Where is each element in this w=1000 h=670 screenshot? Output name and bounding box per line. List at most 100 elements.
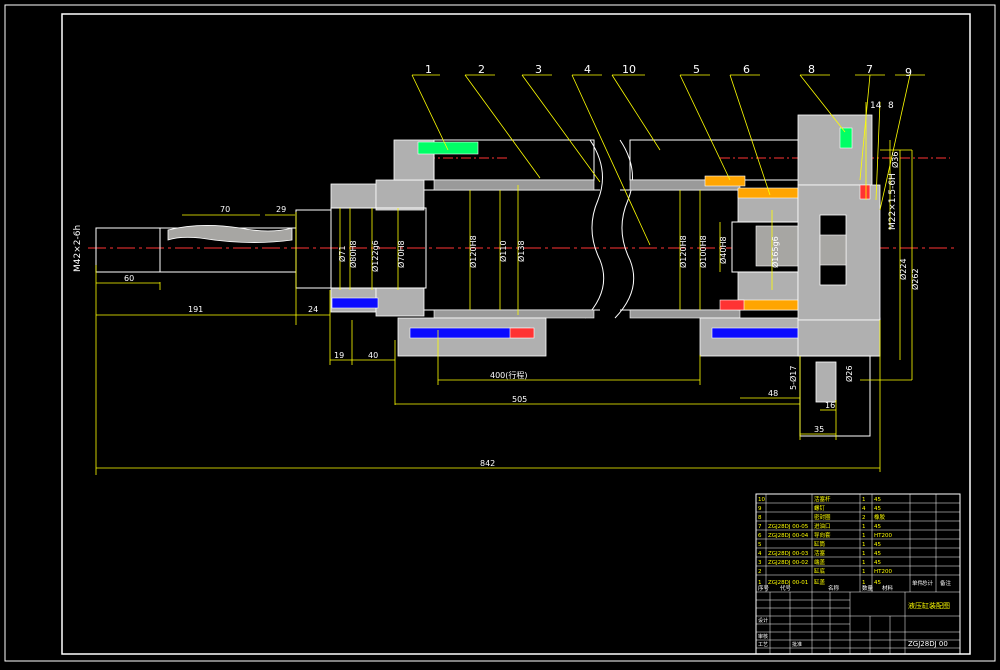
row-material: 45 — [874, 560, 881, 566]
rod-section-hatch — [167, 225, 293, 243]
row-qty: 1 — [862, 542, 866, 548]
row-qty: 1 — [862, 524, 866, 530]
row-material: 45 — [874, 551, 881, 557]
row-qty: 4 — [862, 506, 866, 512]
dim-phi26: Ø26 — [844, 366, 854, 382]
row-qty: 1 — [862, 569, 866, 575]
row-code: ZGJ28DJ 00-03 — [768, 551, 809, 557]
drawing-code: ZGJ28DJ 00 — [908, 640, 948, 648]
dim-phi71: Ø71 — [337, 246, 347, 262]
header-code: 代号 — [780, 584, 792, 592]
row-qty: 2 — [862, 515, 866, 521]
row-no: 8 — [758, 515, 762, 521]
row-name: 导向套 — [814, 531, 831, 539]
dim-16: 16 — [825, 401, 835, 410]
seal-head-top — [417, 141, 479, 155]
header-remark: 备注 — [940, 579, 952, 587]
dim-phi122: Ø122g6 — [370, 240, 380, 272]
row-no: 2 — [758, 569, 762, 575]
dim-35: 35 — [814, 425, 824, 434]
row-no: 4 — [758, 551, 762, 557]
row-name: 缸盖 — [814, 578, 826, 586]
row-material: 45 — [874, 580, 881, 586]
seal-head-bottom — [331, 297, 379, 309]
dim-19: 19 — [334, 351, 344, 360]
dim-phi36: Ø36 — [890, 152, 900, 168]
row-material: 45 — [874, 524, 881, 530]
row-no: 3 — [758, 560, 762, 566]
row-material: HT200 — [874, 533, 892, 539]
row-name: 活塞 — [814, 549, 826, 557]
row-name: 缸底 — [814, 567, 826, 575]
dim-phi138: Ø138 — [516, 240, 526, 262]
barrel-wall-top-left — [433, 179, 595, 191]
row-code: ZGJ28DJ 00-04 — [768, 533, 809, 539]
row-name: 密封圈 — [814, 513, 831, 521]
dim-48: 48 — [768, 389, 778, 398]
balloon-label: 9 — [905, 66, 912, 79]
row-no: 5 — [758, 542, 762, 548]
header-total: 总计 — [922, 579, 934, 587]
label-approve: 批准 — [792, 641, 802, 648]
row-material: 橡胶 — [874, 513, 886, 521]
balloon-label: 1 — [425, 63, 432, 76]
row-qty: 1 — [862, 533, 866, 539]
header-name: 名称 — [828, 584, 840, 592]
title-block: 10 活塞杆 1 45 9 螺钉 4 45 8 密封圈 2 橡胶 7 ZGJ28… — [755, 493, 961, 655]
dim-phi100: Ø100H8 — [698, 235, 708, 268]
dimension-lines — [95, 140, 913, 475]
balloon-label: 7 — [866, 63, 873, 76]
balloon-label: 10 — [622, 63, 636, 76]
dim-phi110: Ø110 — [498, 240, 508, 262]
header-qty: 数量 — [862, 584, 874, 592]
header-material: 材料 — [882, 584, 894, 592]
dim-phi120a: Ø120H8 — [468, 235, 478, 268]
dim-phi80: Ø80H8 — [348, 240, 358, 268]
dim-phi17: 5-Ø17 — [788, 366, 798, 390]
row-code: ZGJ28DJ 00-02 — [768, 560, 808, 566]
row-name: 进油口 — [814, 522, 831, 530]
barrel-wall-bottom-left — [433, 309, 595, 319]
row-no: 9 — [758, 506, 762, 512]
dim-phi70: Ø70H8 — [396, 240, 406, 268]
balloon-label: 6 — [743, 63, 750, 76]
seal-piston-top — [704, 175, 746, 187]
dim-40: 40 — [368, 351, 378, 360]
row-no: 6 — [758, 533, 762, 539]
dim-phi262: Ø262 — [910, 268, 920, 290]
balloon-label: 8 — [888, 101, 894, 111]
parts-list-rows: 10 活塞杆 1 45 9 螺钉 4 45 8 密封圈 2 橡胶 7 ZGJ28… — [758, 495, 892, 586]
cylinder-head — [330, 139, 435, 317]
dim-24: 24 — [308, 305, 318, 314]
row-name: 活塞杆 — [814, 495, 831, 503]
dim-phi224: Ø224 — [898, 258, 908, 280]
dim-phi40: Ø40H8 — [718, 236, 728, 264]
balloon-label: 5 — [693, 63, 700, 76]
balloon-label: 2 — [478, 63, 485, 76]
dim-842: 842 — [480, 459, 495, 468]
label-review: 审核 — [758, 633, 768, 640]
dim-191: 191 — [188, 305, 203, 314]
row-qty: 1 — [862, 551, 866, 557]
balloon-label: 8 — [808, 63, 815, 76]
seal-piston-bottom — [719, 299, 745, 311]
dim-thread-right: M22×1.5-6H — [888, 173, 898, 230]
balloon-label: 14 — [870, 101, 882, 111]
header-unit: 单件 — [912, 579, 924, 587]
barrel-wall-bottom-right — [629, 309, 741, 319]
dimension-texts: 70 29 60 191 24 19 40 400(行程) 505 842 48… — [73, 152, 920, 468]
row-qty: 1 — [862, 560, 866, 566]
row-code: ZGJ28DJ 00-01 — [768, 580, 808, 586]
row-material: 45 — [874, 497, 881, 503]
cylinder-bottom — [797, 114, 881, 437]
dim-60: 60 — [124, 274, 134, 283]
row-no: 7 — [758, 524, 762, 530]
balloon-label: 3 — [535, 63, 542, 76]
parts-list-headers: 序号 代号 名称 数量 材料 单件 总计 备注 — [758, 579, 952, 592]
row-material: 45 — [874, 506, 881, 512]
row-name: 端盖 — [814, 558, 826, 566]
dim-thread-left: M42×2-6h — [73, 225, 83, 272]
drawing-title: 液压缸装配图 — [908, 601, 950, 610]
dim-400: 400(行程) — [490, 370, 528, 380]
